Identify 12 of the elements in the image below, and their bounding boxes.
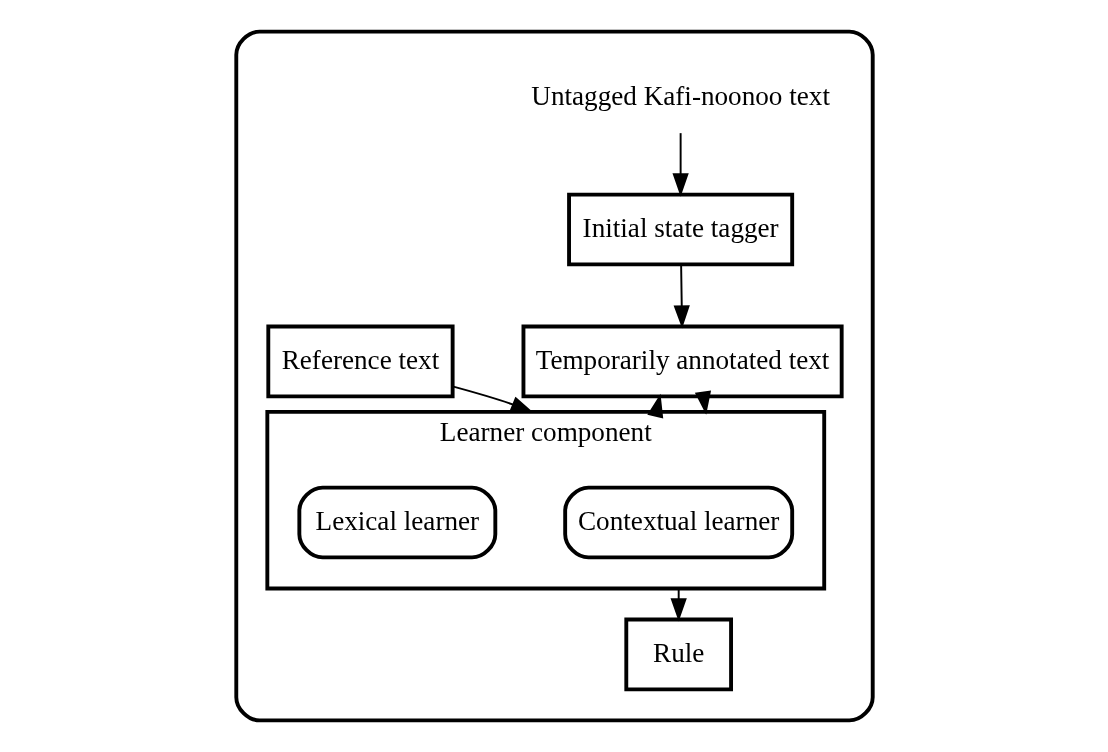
node-box: Initial state tagger <box>566 192 794 267</box>
arrow <box>670 587 687 622</box>
node-box: Reference text <box>265 324 455 399</box>
arrow <box>694 390 711 415</box>
arrow <box>451 385 534 413</box>
node-box: Rule <box>623 617 733 692</box>
cluster <box>233 29 875 723</box>
node-box: Lexical learner <box>296 485 497 560</box>
arrow <box>671 132 689 197</box>
node-box: Contextual learner <box>562 485 794 560</box>
node-text: Untagged Kafi-noonoo text <box>530 80 830 111</box>
arrow <box>673 264 690 329</box>
